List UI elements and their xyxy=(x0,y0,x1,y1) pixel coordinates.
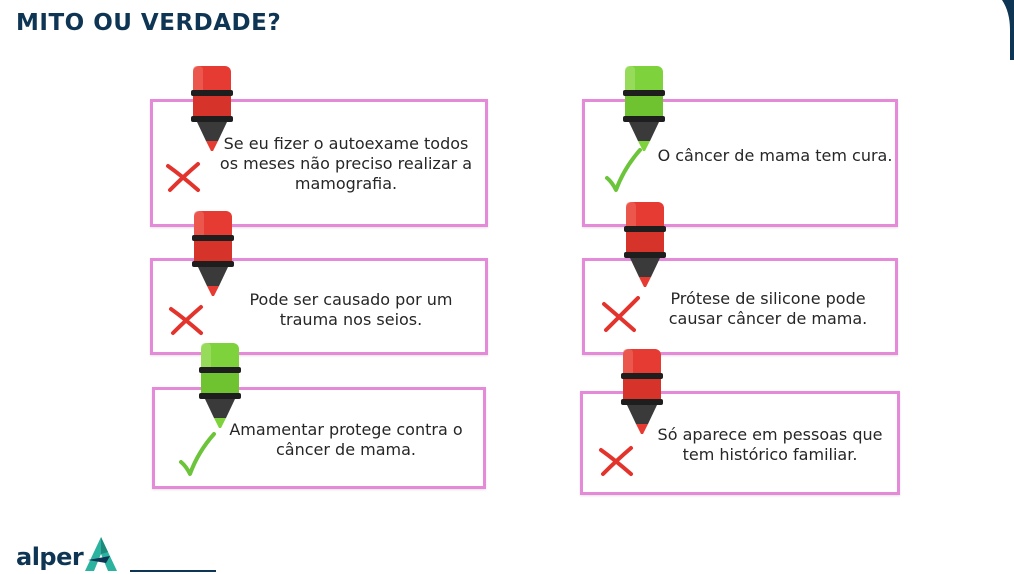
myth-card-protese xyxy=(582,258,898,355)
alper-logo-icon xyxy=(85,537,118,571)
red-marker-icon xyxy=(617,344,667,439)
card-text: Amamentar protege contra o câncer de mam… xyxy=(229,420,463,459)
brand-name: alper xyxy=(16,543,84,571)
logo-underline xyxy=(130,570,216,572)
cross-icon xyxy=(167,303,207,337)
check-icon xyxy=(604,148,644,192)
card-text: Só aparece em pessoas que tem histórico … xyxy=(657,425,883,464)
page-title: MITO OU VERDADE? xyxy=(16,10,282,36)
green-marker-icon xyxy=(619,61,669,156)
cross-icon xyxy=(600,296,640,332)
card-text: Se eu fizer o autoexame todos os meses n… xyxy=(219,134,473,193)
green-marker-icon xyxy=(195,338,245,433)
red-marker-icon xyxy=(187,61,237,156)
card-text: Pode ser causado por um trauma nos seios… xyxy=(249,290,453,329)
red-marker-icon xyxy=(620,197,670,292)
brand-logo: alper xyxy=(16,536,118,571)
check-icon xyxy=(178,432,218,476)
cross-icon xyxy=(597,444,637,478)
corner-decoration xyxy=(1002,0,1014,60)
red-marker-icon xyxy=(188,206,238,301)
card-text: O câncer de mama tem cura. xyxy=(657,146,893,165)
card-text: Prótese de silicone pode causar câncer d… xyxy=(668,289,868,328)
cross-icon xyxy=(164,160,204,194)
